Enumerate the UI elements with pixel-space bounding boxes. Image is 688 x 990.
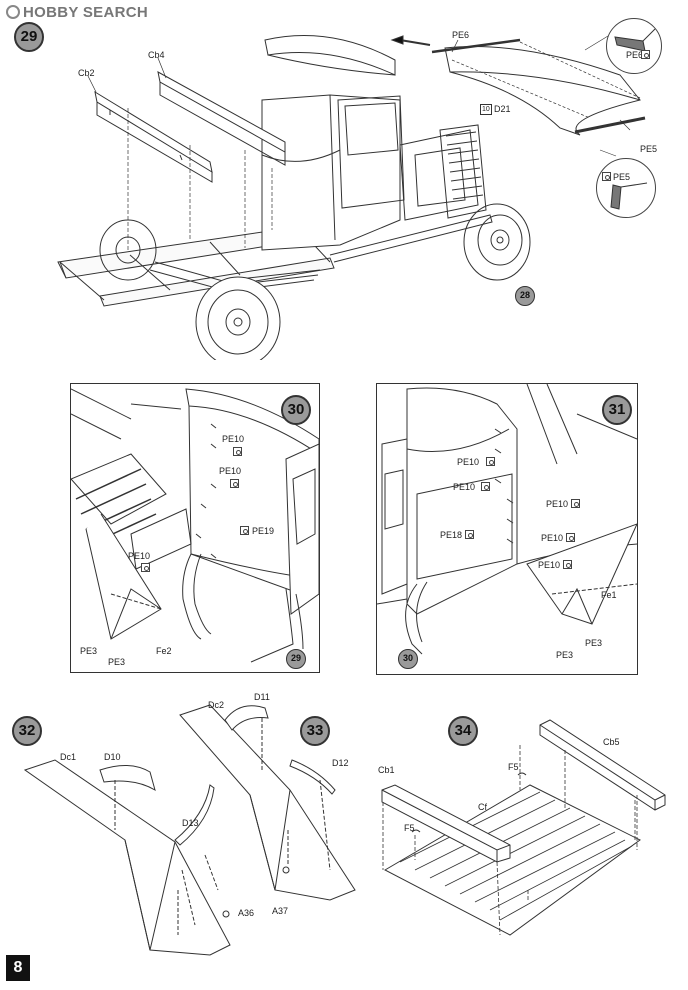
step30-illustration bbox=[71, 388, 320, 663]
label-cf: Cf bbox=[478, 802, 487, 812]
label-d11: D11 bbox=[254, 692, 270, 702]
label-pe6-inset: PE6 bbox=[626, 50, 644, 60]
label-d21: D21 bbox=[494, 104, 511, 114]
label-cb1: Cb1 bbox=[378, 765, 395, 775]
label-pe18: PE18 bbox=[440, 530, 463, 540]
label-cb2: Cb2 bbox=[78, 68, 95, 78]
label-d13: D13 bbox=[182, 818, 199, 828]
pe6-detail-inset bbox=[606, 18, 662, 74]
step-28-reference-badge: 28 bbox=[515, 286, 535, 306]
label-cb4: Cb4 bbox=[148, 50, 165, 60]
photo-etch-icon bbox=[230, 479, 239, 488]
label-dc2: Dc2 bbox=[208, 700, 225, 710]
label-pe10: PE10 bbox=[457, 457, 480, 467]
hobbysearch-logo-icon bbox=[6, 5, 20, 19]
step-31-badge: 31 bbox=[602, 395, 632, 425]
label-f5: F5 bbox=[508, 762, 519, 772]
part-number-box: 10 bbox=[480, 104, 492, 115]
label-pe10: PE10 bbox=[546, 499, 569, 509]
label-pe10: PE10 bbox=[453, 482, 476, 492]
photo-etch-icon bbox=[571, 499, 580, 508]
label-pe3: PE3 bbox=[80, 646, 98, 656]
label-pe10: PE10 bbox=[222, 434, 245, 444]
label-pe19: PE19 bbox=[252, 526, 275, 536]
photo-etch-icon bbox=[481, 482, 490, 491]
steps-32-34-illustration bbox=[23, 704, 666, 956]
label-pe5-inset: PE5 bbox=[613, 172, 631, 182]
label-pe10: PE10 bbox=[219, 466, 242, 476]
step-32-badge: 32 bbox=[12, 716, 42, 746]
photo-etch-icon bbox=[240, 526, 249, 535]
label-pe6: PE6 bbox=[452, 30, 470, 40]
photo-etch-icon bbox=[233, 447, 242, 456]
step29-illustration bbox=[57, 35, 646, 360]
label-cb5: Cb5 bbox=[603, 737, 620, 747]
photo-etch-icon bbox=[566, 533, 575, 542]
label-d12: D12 bbox=[332, 758, 349, 768]
label-pe5: PE5 bbox=[640, 144, 658, 154]
label-pe10: PE10 bbox=[541, 533, 564, 543]
page-number: 8 bbox=[6, 955, 30, 981]
step-30-panel bbox=[70, 383, 320, 673]
label-d10: D10 bbox=[104, 752, 121, 762]
label-pe3: PE3 bbox=[585, 638, 603, 648]
label-f5: F5 bbox=[404, 823, 415, 833]
label-fe1: Fe1 bbox=[601, 590, 617, 600]
photo-etch-icon bbox=[141, 563, 150, 572]
label-pe10: PE10 bbox=[538, 560, 561, 570]
step-29-reference-badge: 29 bbox=[286, 649, 306, 669]
label-pe10: PE10 bbox=[128, 551, 151, 561]
label-pe3: PE3 bbox=[108, 657, 126, 667]
step-30-reference-badge: 30 bbox=[398, 649, 418, 669]
watermark: HOBBY SEARCH bbox=[6, 4, 148, 21]
watermark-text: HOBBY SEARCH bbox=[23, 4, 149, 21]
step-29-badge: 29 bbox=[14, 22, 44, 52]
label-fe2: Fe2 bbox=[156, 646, 172, 656]
photo-etch-icon bbox=[465, 530, 474, 539]
step-34-badge: 34 bbox=[448, 716, 478, 746]
label-pe3: PE3 bbox=[556, 650, 574, 660]
step-30-badge: 30 bbox=[281, 395, 311, 425]
step31-illustration bbox=[377, 384, 638, 655]
step-33-badge: 33 bbox=[300, 716, 330, 746]
pe5-detail-inset bbox=[596, 158, 656, 218]
photo-etch-icon bbox=[602, 172, 611, 181]
photo-etch-icon bbox=[563, 560, 572, 569]
label-dc1: Dc1 bbox=[60, 752, 77, 762]
label-a36: A36 bbox=[238, 908, 255, 918]
photo-etch-icon bbox=[486, 457, 495, 466]
photo-etch-icon bbox=[641, 50, 650, 59]
label-a37: A37 bbox=[272, 906, 289, 916]
step-31-panel bbox=[376, 383, 638, 675]
